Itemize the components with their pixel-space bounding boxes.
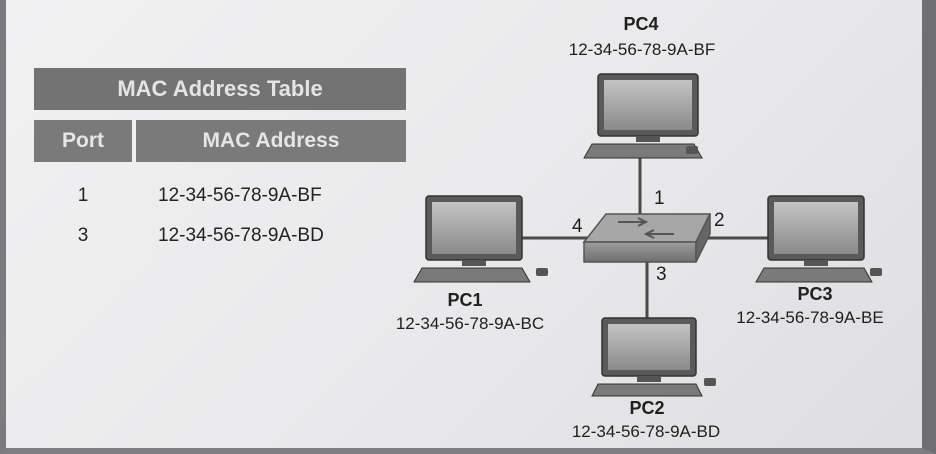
pc1-mac: 12-34-56-78-9A-BC [395,314,545,333]
mac-table-title: MAC Address Table [34,68,406,110]
port-cell: 3 [77,225,89,246]
pc1-computer-icon [413,195,548,283]
mac-address-table: MAC Address Table Port MAC Address 1 12-… [34,68,406,256]
switch-icon [582,213,712,263]
pc4-computer-icon [583,73,703,159]
pc4-name: PC4 [623,14,659,34]
pc4-mac: 12-34-56-78-9A-BF [568,40,716,59]
pc2-name: PC2 [629,398,665,418]
table-row: 1 12-34-56-78-9A-BF [34,176,406,216]
pc1-name: PC1 [447,290,483,310]
table-row: 3 12-34-56-78-9A-BD [34,216,406,256]
mac-table-header-row: Port MAC Address [34,120,406,162]
pc2-computer-icon [591,317,716,397]
port-1-label: 1 [654,188,665,209]
port-2-label: 2 [714,210,725,231]
pc3-mac: 12-34-56-78-9A-BE [736,308,884,327]
port-column-header: Port [34,120,132,162]
port-3-label: 3 [656,264,667,285]
pc2-mac: 12-34-56-78-9A-BD [571,422,721,441]
network-topology [413,73,882,397]
mac-cell: 12-34-56-78-9A-BF [158,185,322,206]
pc3-name: PC3 [797,284,833,304]
network-links [518,158,776,322]
mac-column-header: MAC Address [136,120,406,162]
pc3-computer-icon [755,195,882,283]
mac-cell: 12-34-56-78-9A-BD [158,225,324,246]
port-4-label: 4 [572,216,583,237]
port-cell: 1 [77,185,89,206]
